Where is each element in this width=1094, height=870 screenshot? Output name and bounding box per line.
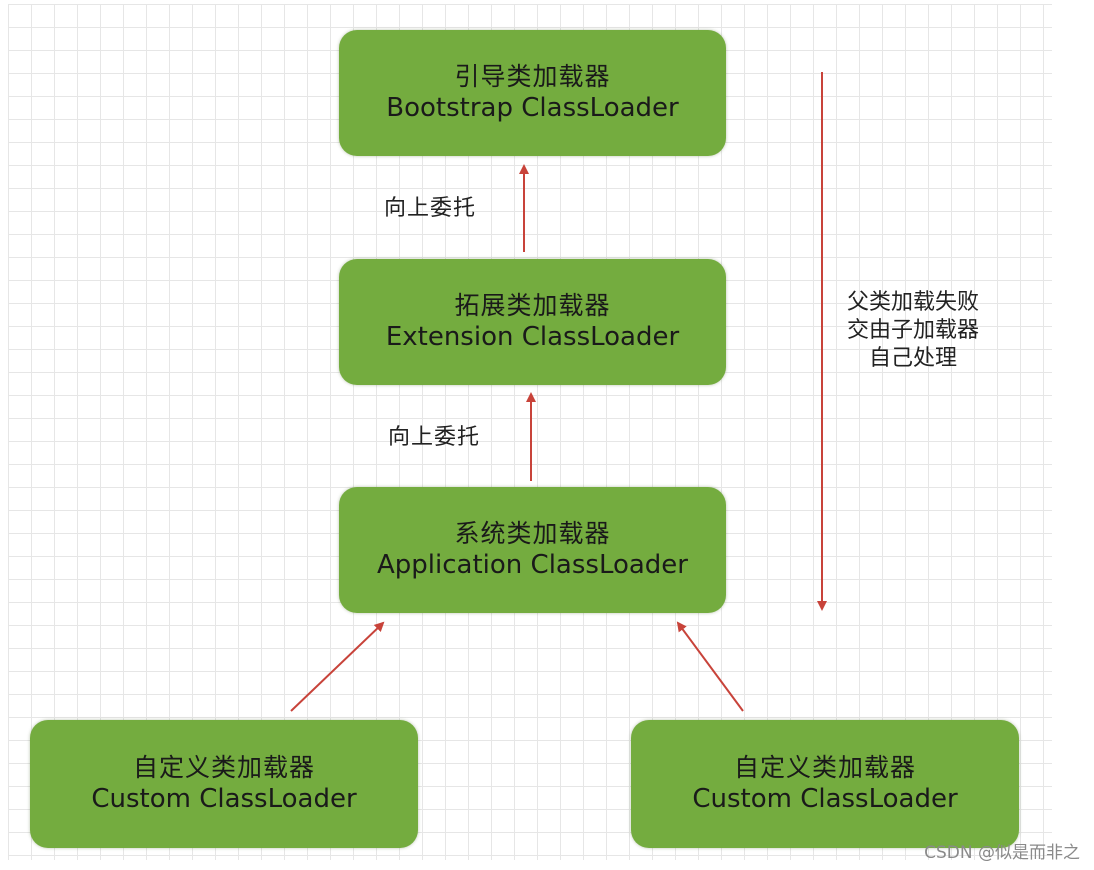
arrow-custom-left-to-application	[290, 621, 385, 712]
side-note-parent-failure: 父类加载失败 交由子加载器 自己处理	[828, 289, 998, 373]
node-title-zh: 系统类加载器	[454, 519, 611, 548]
node-title-en: Extension ClassLoader	[385, 322, 680, 352]
node-title-zh: 拓展类加载器	[454, 291, 611, 320]
node-title-en: Custom ClassLoader	[692, 784, 958, 814]
side-note-line: 父类加载失败	[846, 290, 979, 315]
node-title-en: Bootstrap ClassLoader	[386, 93, 679, 123]
side-note-line: 交由子加载器	[846, 318, 979, 343]
node-application-classloader: 系统类加载器 Application ClassLoader	[339, 487, 726, 613]
node-title-en: Custom ClassLoader	[91, 784, 357, 814]
node-custom-classloader-left: 自定义类加载器 Custom ClassLoader	[30, 720, 418, 848]
node-extension-classloader: 拓展类加载器 Extension ClassLoader	[339, 259, 726, 385]
edge-label-delegate-lower: 向上委托	[388, 425, 481, 450]
node-title-zh: 自定义类加载器	[132, 753, 315, 782]
node-title-en: Application ClassLoader	[377, 550, 688, 580]
watermark: CSDN @似是而非之	[924, 843, 1080, 863]
node-bootstrap-classloader: 引导类加载器 Bootstrap ClassLoader	[339, 30, 726, 156]
node-title-zh: 引导类加载器	[454, 62, 611, 91]
node-title-zh: 自定义类加载器	[733, 753, 916, 782]
arrow-custom-right-to-application	[676, 621, 744, 712]
edge-label-delegate-upper: 向上委托	[384, 196, 477, 221]
node-custom-classloader-right: 自定义类加载器 Custom ClassLoader	[631, 720, 1019, 848]
side-note-line: 自己处理	[868, 346, 957, 371]
